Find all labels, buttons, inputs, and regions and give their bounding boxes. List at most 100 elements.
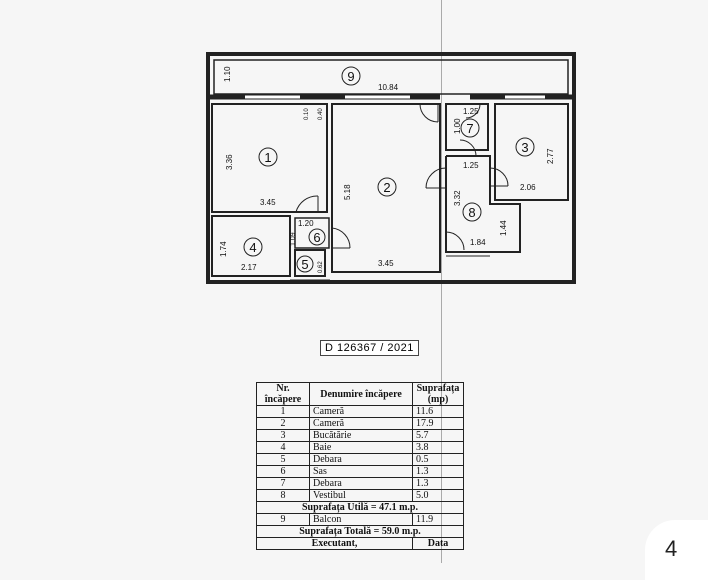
- room-5-number: 5: [301, 257, 308, 272]
- row-name: Debara: [309, 477, 413, 490]
- floor-plan: 9 1 2 3 4 5 6 7 8 10.84 1.10 0.10 0.40 3…: [206, 52, 576, 284]
- door-arc: [419, 103, 439, 123]
- footer-executant: Executant,: [256, 537, 413, 550]
- dim-r5-height: 0.62: [318, 261, 324, 273]
- row-name: Cameră: [309, 417, 413, 430]
- room-5-wall: [294, 249, 326, 277]
- room-2-number: 2: [383, 180, 390, 195]
- dim-wall-010: 0.10: [304, 108, 310, 120]
- room-7-wall: [445, 103, 489, 151]
- row-name: Baie: [309, 441, 413, 454]
- row-name: Sas: [309, 465, 413, 478]
- room-9-circle: [341, 66, 361, 86]
- room-6-wall: [294, 217, 330, 249]
- total-summary: Suprafața Totală = 59.0 m.p.: [256, 525, 464, 538]
- dim-r1-height: 3.36: [225, 154, 234, 170]
- footer-data: Data: [412, 537, 464, 550]
- dim-r3-height: 2.77: [546, 148, 555, 164]
- room-7-circle: [460, 118, 480, 138]
- row-area: 5.7: [412, 429, 464, 442]
- rooms-table: Nr. încăpere Denumire încăpere Suprafața…: [256, 382, 464, 550]
- page-number: 4: [665, 536, 678, 561]
- document-id: D 126367 / 2021: [320, 340, 419, 356]
- dim-r7-height: 1.00: [453, 118, 462, 134]
- dim-r8-height: 3.32: [453, 190, 462, 206]
- row-nr: 4: [256, 441, 310, 454]
- room-4-circle: [243, 237, 263, 257]
- room-8-circle: [462, 202, 482, 222]
- row-area: 1.3: [412, 477, 464, 490]
- row-nr: 5: [256, 453, 310, 466]
- dim-r1-width: 3.45: [260, 198, 276, 207]
- dim-r8-width: 1.84: [470, 238, 486, 247]
- dim-r8-side: 1.44: [499, 220, 508, 236]
- room-3-circle: [515, 137, 535, 157]
- row-area: 1.3: [412, 465, 464, 478]
- row-nr: 2: [256, 417, 310, 430]
- row-nr: 3: [256, 429, 310, 442]
- row-name: Bucătărie: [309, 429, 413, 442]
- header-area: Suprafața (mp): [412, 382, 464, 406]
- dim-r4-width: 2.17: [241, 263, 257, 272]
- room-6-circle: [308, 228, 326, 246]
- room-7-number: 7: [466, 121, 473, 136]
- room-6-number: 6: [313, 230, 320, 245]
- footer-row: Executant,Data: [256, 537, 464, 550]
- dim-r7-width: 1.25: [463, 107, 479, 116]
- dim-r7-lower: 1.25: [463, 161, 479, 170]
- row-nr: 8: [256, 489, 310, 502]
- row-area: 3.8: [412, 441, 464, 454]
- dim-wall-040: 0.40: [318, 108, 324, 120]
- row-name: Cameră: [309, 405, 413, 418]
- room-2-circle: [377, 177, 397, 197]
- row-area: 5.0: [412, 489, 464, 502]
- room-8-wall: [445, 155, 521, 253]
- balcony-inner: [213, 59, 569, 95]
- room-8-number: 8: [468, 205, 475, 220]
- room-3-wall: [494, 103, 569, 201]
- dim-balcony-length: 10.84: [378, 83, 399, 92]
- room-3-number: 3: [521, 140, 528, 155]
- dim-r2-width: 3.45: [378, 259, 394, 268]
- room-4-number: 4: [249, 240, 256, 255]
- room-1-wall: [211, 103, 328, 213]
- row-area: 17.9: [412, 417, 464, 430]
- row-area: 11.6: [412, 405, 464, 418]
- room-5-circle: [296, 255, 314, 273]
- row-name: Vestibul: [309, 489, 413, 502]
- room-4-wall: [211, 215, 291, 277]
- util-summary-row: Suprafața Utilă = 47.1 m.p.: [256, 501, 464, 514]
- room-9-number: 9: [347, 69, 354, 84]
- row-nr: 7: [256, 477, 310, 490]
- page-number-badge: 4: [645, 520, 708, 580]
- dim-r6-height: 1.09: [290, 232, 297, 246]
- dim-r3-width: 2.06: [520, 183, 536, 192]
- row-nr: 6: [256, 465, 310, 478]
- dim-r2-height: 5.18: [343, 184, 352, 200]
- outer-wall: [206, 52, 576, 284]
- total-summary-row: Suprafața Totală = 59.0 m.p.: [256, 525, 464, 538]
- dim-r6-width: 1.20: [298, 219, 314, 228]
- room-1-circle: [258, 147, 278, 167]
- row-name: Balcon: [309, 513, 413, 526]
- row-area: 11.9: [412, 513, 464, 526]
- header-nr: Nr. încăpere: [256, 382, 310, 406]
- row-area: 0.5: [412, 453, 464, 466]
- table-header-row: Nr. încăpere Denumire încăpere Suprafața…: [256, 382, 464, 406]
- util-summary: Suprafața Utilă = 47.1 m.p.: [256, 501, 464, 514]
- row-nr: 9: [256, 513, 310, 526]
- dim-balcony-height: 1.10: [223, 66, 232, 82]
- row-name: Debara: [309, 453, 413, 466]
- row-nr: 1: [256, 405, 310, 418]
- header-name: Denumire încăpere: [309, 382, 413, 406]
- room-1-number: 1: [264, 150, 271, 165]
